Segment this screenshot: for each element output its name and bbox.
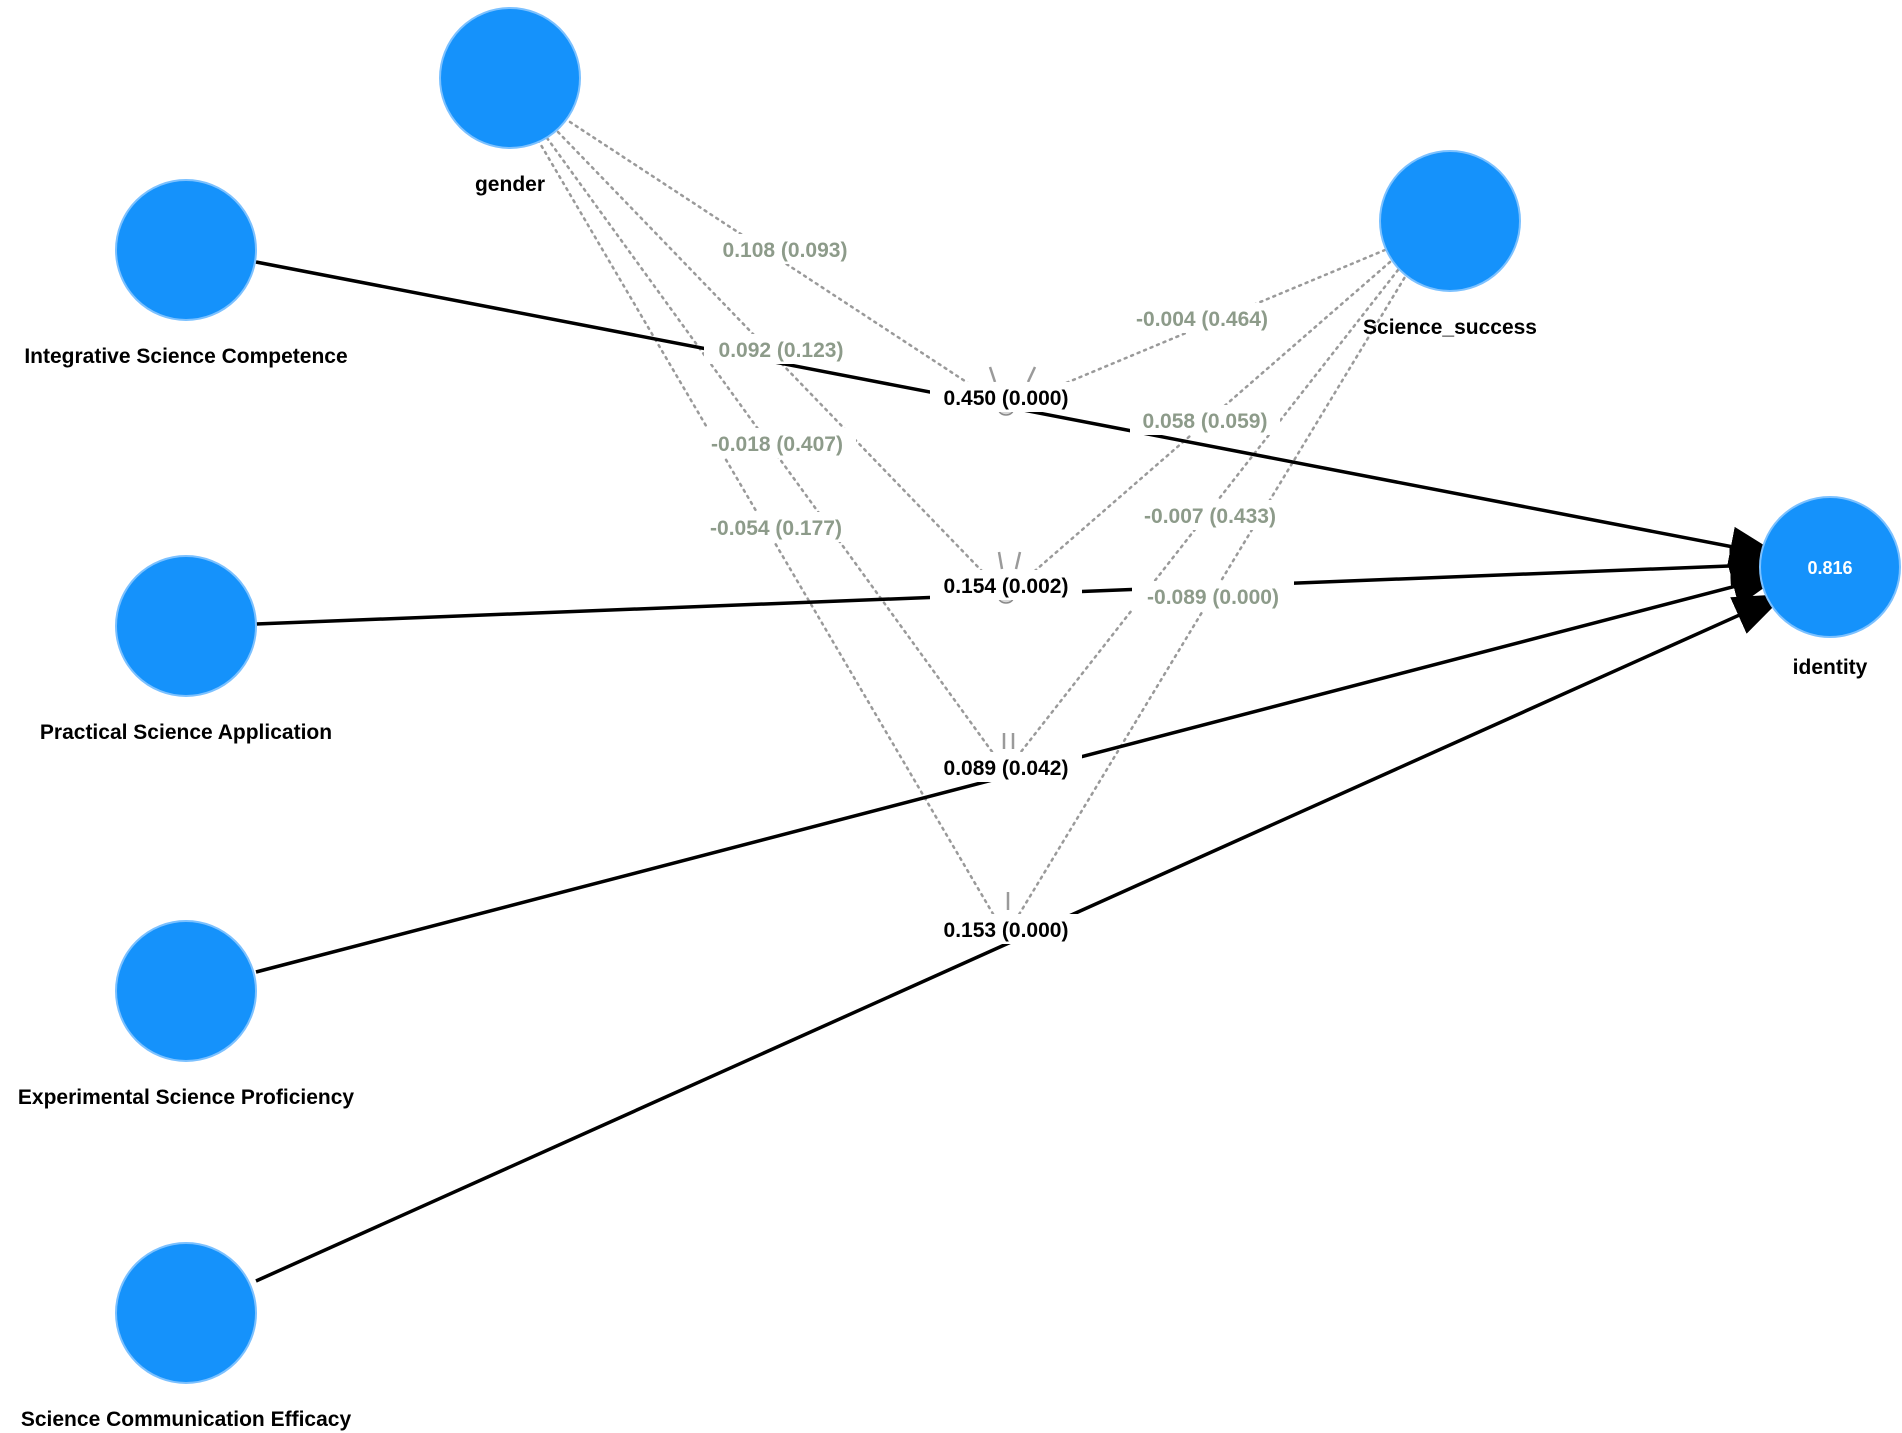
moderation-coefficients: 0.108 (0.093) 0.092 (0.123) -0.018 (0.40… <box>696 234 1294 611</box>
junction-tick <box>988 366 997 383</box>
gender-experimental-coefficient: -0.018 (0.407) <box>711 433 843 456</box>
integrative-circle[interactable] <box>115 179 257 321</box>
communication-label: Science Communication Efficacy <box>21 1408 352 1431</box>
moderation-junctions <box>988 366 1037 944</box>
identity-label: identity <box>1793 656 1868 679</box>
gender-to-integrative-moderation-line <box>568 120 1008 410</box>
junction-tick <box>997 551 1004 570</box>
success-practical-coefficient: 0.058 (0.059) <box>1143 410 1268 433</box>
experimental-identity-coefficient: 0.089 (0.042) <box>944 757 1069 780</box>
node-integrative-science-competence[interactable]: Integrative Science Competence <box>24 179 348 368</box>
identity-circle[interactable] <box>1759 496 1901 638</box>
science-success-circle[interactable] <box>1379 150 1521 292</box>
gender-circle[interactable] <box>439 7 581 149</box>
science-success-label: Science_success <box>1363 316 1537 339</box>
practical-circle[interactable] <box>115 555 257 697</box>
practical-label: Practical Science Application <box>40 721 332 744</box>
node-identity[interactable]: 0.816 identity <box>1759 496 1901 679</box>
junction-tick <box>1014 551 1022 570</box>
communication-identity-coefficient: 0.153 (0.000) <box>944 919 1069 942</box>
integrative-label: Integrative Science Competence <box>24 345 347 368</box>
gender-practical-coefficient: 0.092 (0.123) <box>719 339 844 362</box>
communication-circle[interactable] <box>115 1242 257 1384</box>
path-coefficients: 0.450 (0.000) 0.154 (0.002) 0.089 (0.042… <box>930 382 1082 944</box>
experimental-circle[interactable] <box>115 920 257 1062</box>
practical-identity-coefficient: 0.154 (0.002) <box>944 575 1069 598</box>
junction-tick <box>1026 366 1037 383</box>
node-experimental-science-proficiency[interactable]: Experimental Science Proficiency <box>18 920 354 1109</box>
gender-integrative-coefficient: 0.108 (0.093) <box>723 239 848 262</box>
node-science-communication-efficacy[interactable]: Science Communication Efficacy <box>21 1242 352 1431</box>
identity-r-squared-value: 0.816 <box>1807 558 1852 578</box>
node-practical-science-application[interactable]: Practical Science Application <box>40 555 332 744</box>
success-experimental-coefficient: -0.007 (0.433) <box>1144 505 1276 528</box>
node-gender[interactable]: gender <box>439 7 581 196</box>
success-communication-coefficient: -0.089 (0.000) <box>1147 586 1279 609</box>
gender-communication-coefficient: -0.054 (0.177) <box>710 517 842 540</box>
gender-label: gender <box>475 173 545 196</box>
integrative-identity-coefficient: 0.450 (0.000) <box>944 387 1069 410</box>
experimental-label: Experimental Science Proficiency <box>18 1086 354 1109</box>
node-science-success[interactable]: Science_success <box>1363 150 1537 339</box>
success-integrative-coefficient: -0.004 (0.464) <box>1136 308 1268 331</box>
